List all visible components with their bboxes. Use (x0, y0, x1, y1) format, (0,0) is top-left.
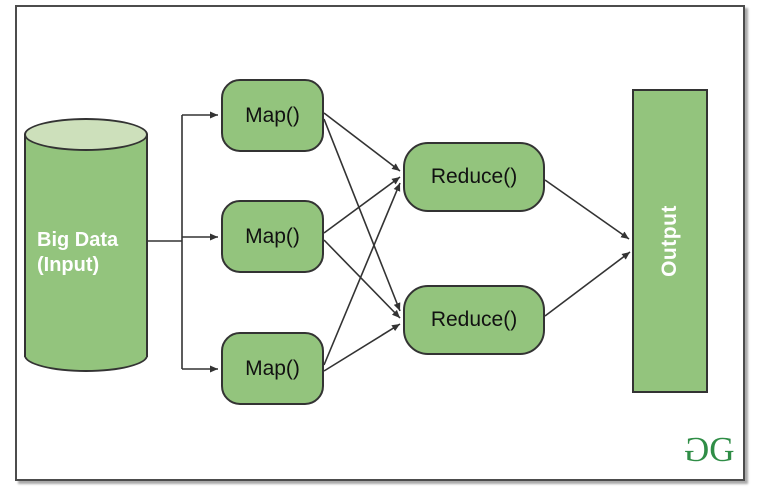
big-data-cylinder: Big Data (Input) (24, 118, 148, 372)
map-node-1: Map() (221, 79, 324, 152)
big-data-label-line2: (Input) (37, 254, 100, 276)
cylinder-body (24, 134, 148, 357)
geeksforgeeks-logo: GG (685, 430, 735, 469)
reduce-node-2: Reduce() (403, 285, 545, 355)
big-data-label: Big Data (Input) (37, 228, 118, 278)
map-node-3-label: Map() (245, 356, 300, 380)
map-node-2: Map() (221, 200, 324, 273)
output-node: Output (632, 89, 708, 393)
reduce-node-1-label: Reduce() (430, 165, 518, 188)
map-node-3: Map() (221, 332, 324, 405)
logo-g-mirrored: G (685, 430, 710, 469)
big-data-label-line1: Big Data (37, 229, 119, 251)
map-node-2-label: Map() (245, 224, 300, 248)
map-node-1-label: Map() (245, 103, 300, 127)
cylinder-top-ellipse (24, 118, 148, 151)
output-label: Output (658, 205, 681, 277)
reduce-node-2-label: Reduce() (430, 308, 518, 331)
logo-g-normal: G (709, 430, 734, 469)
reduce-node-1: Reduce() (403, 142, 545, 212)
